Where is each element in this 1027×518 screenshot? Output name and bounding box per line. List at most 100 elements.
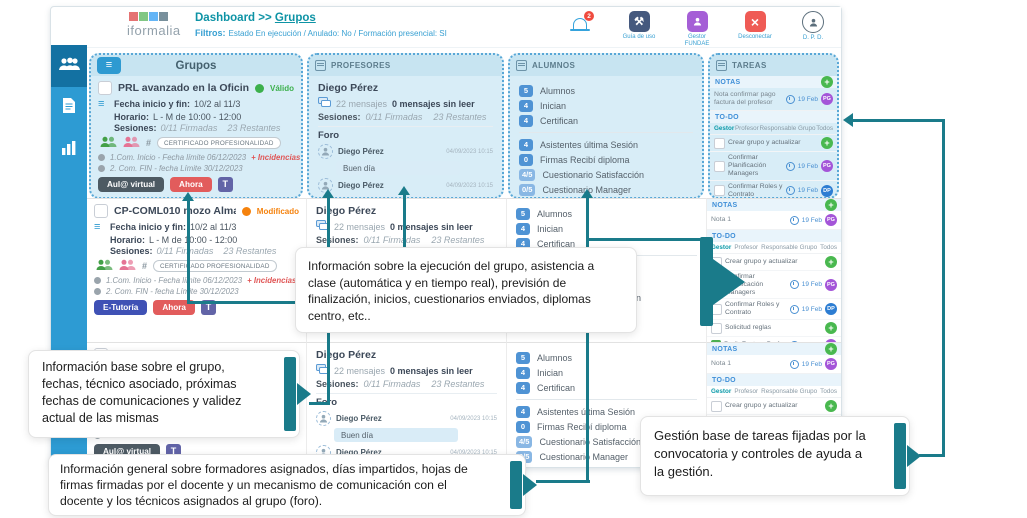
- breadcrumb-current[interactable]: Grupos: [274, 12, 316, 24]
- bell-icon[interactable]: 2: [569, 11, 594, 37]
- breadcrumb: Dashboard >> Grupos: [195, 12, 316, 24]
- callout-info-ejecucion: Información sobre la ejecución del grupo…: [295, 247, 637, 333]
- add-task-button[interactable]: +: [825, 322, 837, 335]
- connector-line: [586, 197, 589, 483]
- clock-icon: [789, 359, 799, 369]
- add-note-button[interactable]: +: [821, 76, 833, 88]
- tab-responsable-grupo[interactable]: Responsable Grupo: [759, 125, 816, 133]
- breadcrumb-prefix: Dashboard >>: [195, 12, 275, 24]
- todo-checkbox[interactable]: [714, 160, 725, 172]
- callout-pointer-bar: [284, 357, 296, 431]
- menu-icon[interactable]: ≡: [98, 98, 105, 110]
- todo-date: 19 Feb: [801, 281, 822, 289]
- tab-profesor[interactable]: Profesor: [734, 244, 759, 251]
- header-action-close[interactable]: ×Desconectar: [733, 11, 777, 41]
- clock-icon: [789, 215, 799, 225]
- teams-icon[interactable]: T: [217, 176, 233, 192]
- stat-label: Inician: [540, 100, 567, 111]
- add-task-button[interactable]: +: [825, 400, 837, 412]
- group-title: PRL avanzado en la Oficina: [118, 82, 249, 94]
- sidebar-item-groups[interactable]: [51, 45, 87, 87]
- add-task-button[interactable]: +: [825, 256, 837, 268]
- groups-icon: [58, 57, 80, 76]
- callout-gestion-tareas: Gestión base de tareas fijadas por la co…: [640, 416, 921, 496]
- students-group-icon[interactable]: [100, 136, 117, 150]
- tab-responsable-grupo[interactable]: Responsable Grupo: [761, 244, 818, 251]
- tab-todos[interactable]: Todos: [816, 125, 833, 133]
- header-action-privacy[interactable]: D. P. D.: [791, 11, 835, 42]
- unread-count: 0 mensajes sin leer: [390, 221, 473, 232]
- incidencias-flag[interactable]: + Incidencias: [247, 276, 297, 285]
- aul-virtual-button[interactable]: Aul@ virtual: [98, 176, 165, 192]
- group-checkbox[interactable]: [98, 81, 112, 95]
- todo-checkbox[interactable]: [714, 185, 725, 197]
- ahora-button[interactable]: Ahora: [170, 176, 212, 192]
- todo-checkbox[interactable]: [714, 137, 725, 149]
- tab-gestor[interactable]: Gestor: [711, 388, 732, 395]
- tareas-pointer-chevron: [713, 259, 745, 305]
- tab-todos[interactable]: Todos: [820, 388, 837, 395]
- todo-checkbox[interactable]: [711, 322, 722, 334]
- tab-todos[interactable]: Todos: [820, 244, 837, 251]
- todo-checkbox[interactable]: [711, 400, 722, 412]
- group-checkbox[interactable]: [94, 204, 108, 218]
- students-group-icon[interactable]: [96, 259, 113, 273]
- status-label: Válido: [269, 83, 294, 93]
- menu-icon[interactable]: ≡: [94, 221, 101, 233]
- restantes-value: 23 Restantes: [227, 123, 281, 133]
- menu-burger-icon[interactable]: ≡: [97, 57, 121, 74]
- teachers-group-icon[interactable]: [123, 136, 140, 150]
- checked-checkbox[interactable]: ✓: [711, 340, 721, 342]
- header-action-user[interactable]: Gestor FUNDAE: [675, 11, 719, 48]
- stat-label: Alumnos: [537, 352, 573, 363]
- teachers-group-icon[interactable]: [119, 259, 136, 273]
- e-tutor-a-button[interactable]: E-Tutoría: [94, 299, 148, 315]
- tareas-pointer-bar: [700, 237, 713, 326]
- sesiones-value: 0/11 Firmadas: [160, 123, 218, 133]
- profesores-column-header: PROFESORES: [309, 55, 502, 76]
- incidencias-flag[interactable]: + Incidencias: [251, 153, 301, 162]
- tab-gestor[interactable]: Gestor: [711, 244, 732, 251]
- stat-badge: 4: [516, 366, 530, 379]
- column-title-grupos: Grupos: [175, 59, 217, 72]
- tab-profesor[interactable]: Profesor: [734, 388, 759, 395]
- certificado-badge: CERTIFICADO PROFESIONALIDAD: [153, 260, 277, 272]
- notifications[interactable]: 2: [559, 11, 603, 37]
- tab-responsable-grupo[interactable]: Responsable Grupo: [761, 388, 818, 395]
- tareas-column-header: TAREAS: [710, 55, 837, 76]
- sidebar-item-reports[interactable]: [51, 129, 87, 171]
- tab-gestor[interactable]: Gestor: [714, 125, 735, 133]
- avatar: DP: [825, 303, 837, 316]
- header-action-tools[interactable]: ⚒Guía de uso: [617, 11, 661, 41]
- message-author: Diego Pérez: [336, 414, 382, 423]
- add-note-button[interactable]: +: [825, 199, 837, 211]
- ahora-button[interactable]: Ahora: [153, 299, 195, 315]
- arrow-tareas-row1: [843, 113, 853, 127]
- callout-text: Información sobre la ejecución del grupo…: [308, 259, 595, 323]
- callout-pointer-bar: [510, 461, 522, 509]
- add-note-button[interactable]: +: [825, 343, 837, 355]
- stat-label: Firmas Recibí diploma: [540, 154, 630, 165]
- add-task-button[interactable]: +: [821, 137, 833, 150]
- sidebar-item-documents[interactable]: [51, 87, 87, 129]
- sesiones-value: 0/11 Firmadas: [365, 112, 423, 122]
- tab-profesor[interactable]: Profesor: [734, 125, 759, 133]
